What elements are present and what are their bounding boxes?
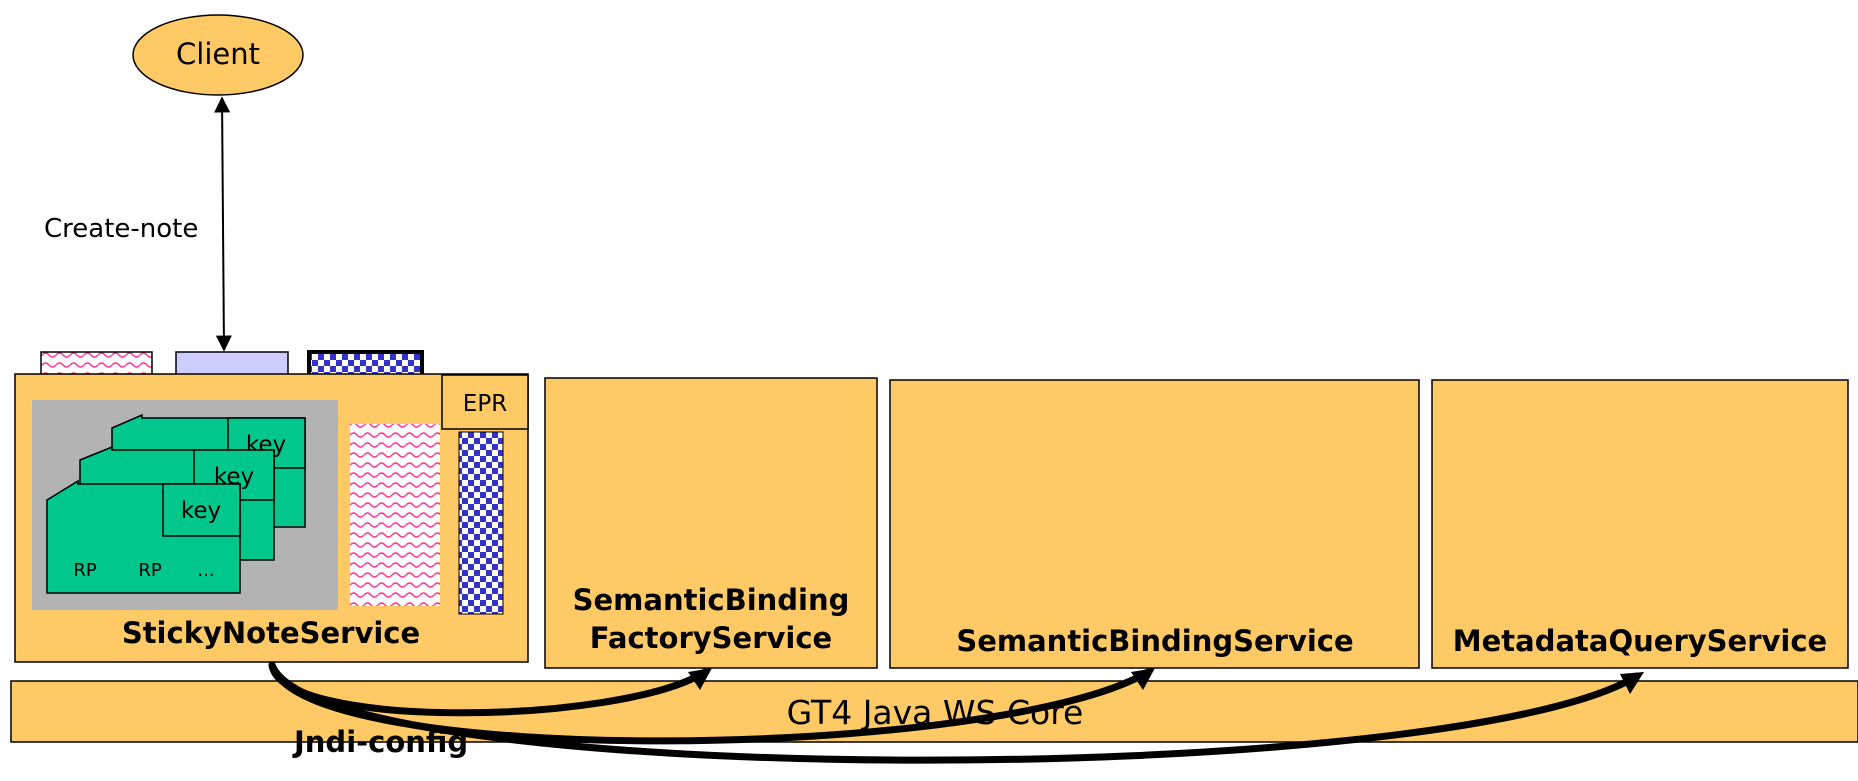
note-more: ...	[197, 560, 214, 581]
checker-property-strip	[458, 431, 504, 615]
create-note-arrow	[214, 96, 232, 352]
note-card-front: key RP RP ...	[46, 479, 241, 594]
note-rp-2: RP	[138, 560, 162, 581]
jndi-arrows	[268, 661, 1641, 764]
epr-label: EPR	[463, 391, 507, 417]
create-note-label: Create-note	[44, 214, 198, 244]
arrowhead-query	[1620, 672, 1644, 694]
wavy-property-strip	[350, 424, 440, 606]
semantic-binding-factory-service: SemanticBinding FactoryService	[544, 377, 878, 669]
epr-box	[441, 374, 529, 430]
note-rp-1: RP	[73, 560, 97, 581]
client-label: Client	[176, 37, 260, 71]
sticky-note-service-title: StickyNoteService	[122, 616, 420, 650]
note-key-front: key	[181, 498, 221, 524]
factory-service-line1: SemanticBinding	[573, 583, 850, 617]
arrowhead-binding	[1131, 668, 1155, 690]
semantic-binding-service-title: SemanticBindingService	[956, 624, 1353, 658]
metadata-query-service: MetadataQueryService	[1431, 379, 1849, 669]
arrow-to-query	[268, 661, 1641, 764]
gt4-core-bar: GT4 Java WS Core	[10, 680, 1858, 743]
client-node: Client	[132, 14, 304, 96]
arrowhead-factory	[688, 668, 712, 690]
semantic-binding-service: SemanticBindingService	[889, 379, 1420, 669]
jndi-arrowheads	[688, 668, 1644, 694]
factory-service-line2: FactoryService	[590, 621, 832, 655]
metadata-query-service-title: MetadataQueryService	[1453, 624, 1827, 658]
sticky-note-service: EPR key key key RP RP ... StickyNoteServ…	[14, 373, 529, 663]
